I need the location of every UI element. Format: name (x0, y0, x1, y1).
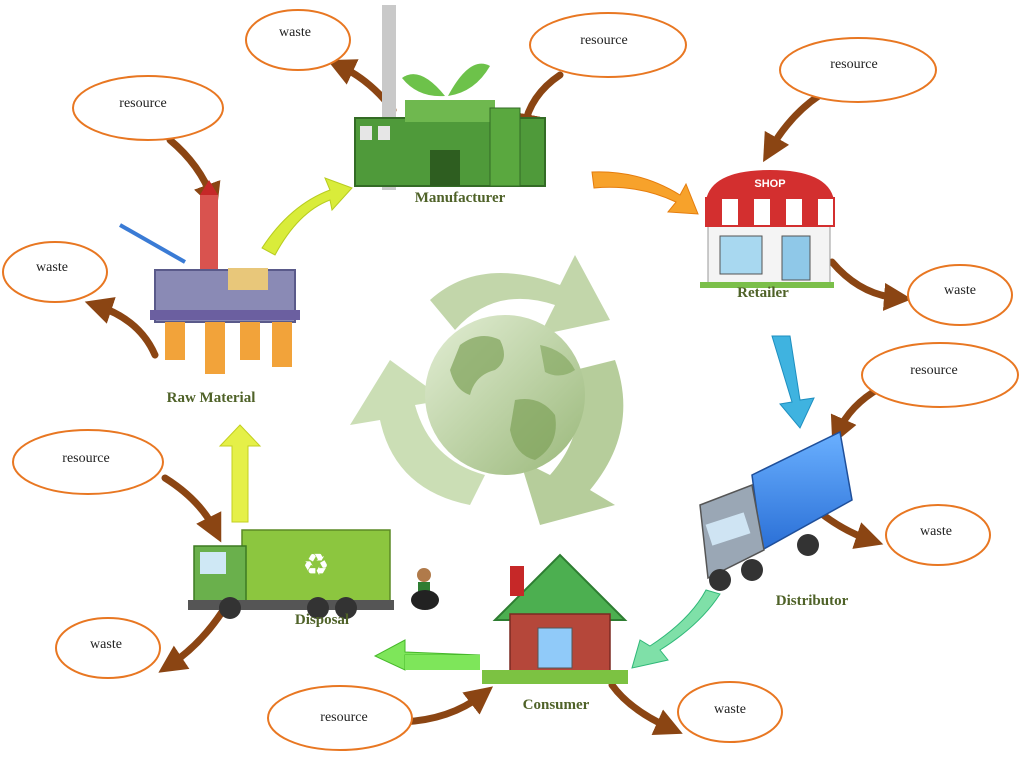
shop-icon: SHOP (700, 170, 835, 288)
label-manufacturer: Manufacturer (414, 190, 506, 206)
recycle-symbol-icon: ♻ (303, 549, 330, 582)
cloud-disposal-resource (12, 429, 164, 495)
cloud-text-manufacturer-waste: waste (279, 25, 311, 40)
house-icon (482, 553, 628, 684)
cloud-text-distributor-waste: waste (920, 524, 952, 539)
cloud-retailer-resource (779, 37, 937, 103)
cloud-manufacturer-waste (245, 9, 351, 71)
cloud-text-consumer-waste: waste (714, 702, 746, 717)
cloud-text-raw-waste: waste (36, 260, 68, 275)
cloud-raw-resource (72, 75, 224, 141)
oil-rig-icon (119, 180, 300, 374)
clouds (2, 9, 1019, 751)
label-disposal: Disposal (294, 612, 350, 628)
cloud-text-retailer-resource: resource (830, 57, 878, 72)
cloud-distributor-waste (885, 504, 991, 566)
cloud-text-distributor-resource: resource (910, 363, 958, 378)
label-distributor: Distributor (775, 593, 849, 609)
cloud-text-consumer-resource: resource (320, 710, 368, 725)
cloud-manufacturer-resource (529, 12, 687, 78)
brown-arrows (84, 59, 912, 736)
factory-icon (354, 5, 546, 190)
cloud-consumer-resource (267, 685, 413, 751)
cloud-raw-waste (2, 241, 108, 303)
cloud-text-disposal-resource: resource (62, 451, 110, 466)
cloud-text-raw-resource: resource (119, 96, 167, 111)
recycle-globe-icon (350, 255, 624, 525)
cloud-retailer-waste (907, 264, 1013, 326)
cloud-distributor-resource (861, 342, 1019, 408)
label-consumer: Consumer (522, 697, 590, 713)
flow-arrows (218, 171, 815, 671)
cloud-text-manufacturer-resource: resource (580, 33, 628, 48)
shop-sign: SHOP (754, 178, 785, 190)
cloud-consumer-waste (677, 681, 783, 743)
garbage-truck-icon: ♻ (188, 529, 439, 619)
label-raw-material: Raw Material (166, 390, 256, 406)
truck-icon (699, 430, 853, 591)
cloud-text-disposal-waste: waste (90, 637, 122, 652)
cloud-text-retailer-waste: waste (944, 283, 976, 298)
label-retailer: Retailer (737, 285, 789, 301)
cloud-disposal-waste (55, 617, 161, 679)
